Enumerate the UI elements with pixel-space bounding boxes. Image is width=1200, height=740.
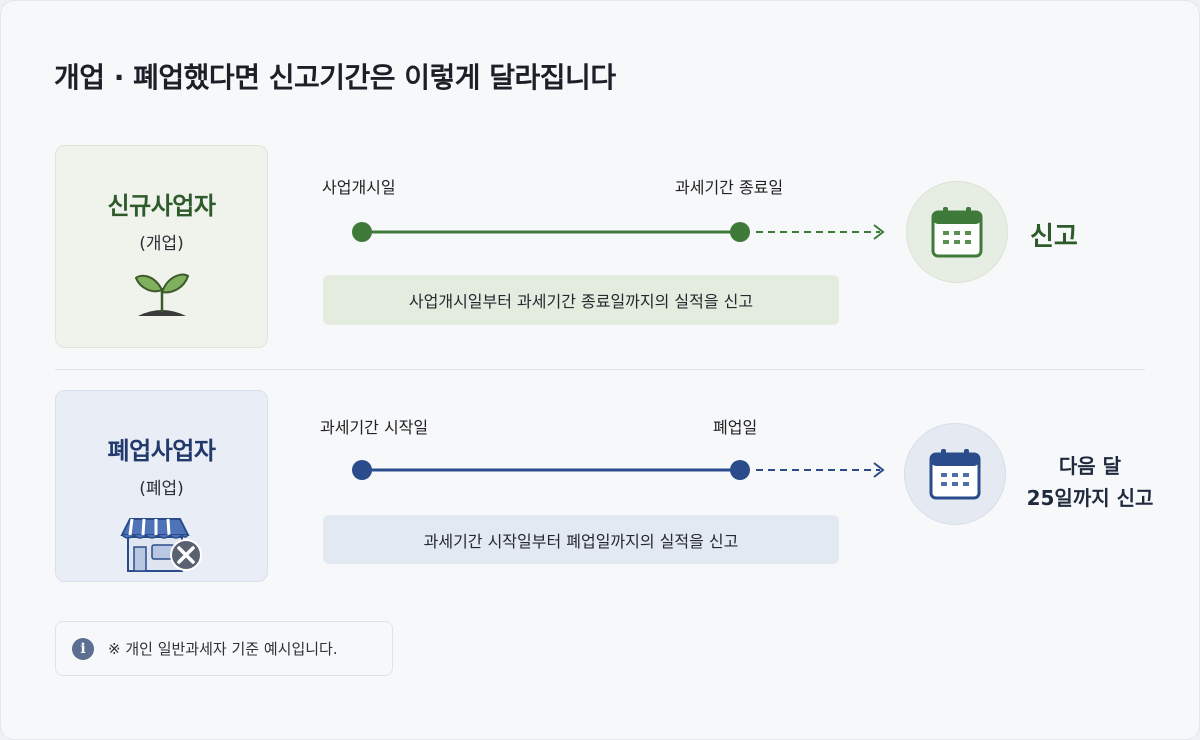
new-business-title: 신규사업자 xyxy=(107,192,216,220)
start-dot-closed xyxy=(352,460,372,480)
page-title: 개업 · 폐업했다면 신고기간은 이렇게 달라집니다 xyxy=(54,61,616,94)
result-closed: 다음 달 25일까지 신고 xyxy=(1000,450,1180,514)
calendar-circle-new xyxy=(906,181,1008,283)
footnote-box: i ※ 개인 일반과세자 기준 예시입니다. xyxy=(55,621,393,676)
start-dot-new xyxy=(352,222,372,242)
result-closed-line1: 다음 달 xyxy=(1058,454,1122,478)
info-icon: i xyxy=(72,637,94,660)
description-note-new: 사업개시일부터 과세기간 종료일까지의 실적을 신고 xyxy=(323,275,839,325)
closed-business-subtitle: (폐업) xyxy=(139,479,184,499)
row-divider xyxy=(55,369,1145,370)
calendar-icon xyxy=(929,449,981,500)
closed-store-icon xyxy=(114,511,210,577)
end-dot-closed xyxy=(730,460,750,480)
new-business-subtitle: (개업) xyxy=(139,234,184,254)
result-closed-line2: 25일까지 신고 xyxy=(1026,486,1154,510)
start-date-label-new: 사업개시일 xyxy=(322,178,396,197)
timeline-closed xyxy=(352,460,885,480)
closed-business-title: 폐업사업자 xyxy=(107,437,216,465)
start-date-label-closed: 과세기간 시작일 xyxy=(320,418,429,437)
end-date-label-closed: 폐업일 xyxy=(713,418,758,437)
arrow-head-closed xyxy=(873,462,885,478)
calendar-circle-closed xyxy=(904,423,1006,525)
new-business-card: 신규사업자 (개업) xyxy=(55,145,268,348)
timeline-new xyxy=(352,222,885,242)
arrow-head-new xyxy=(873,224,885,240)
result-new: 신고 xyxy=(1030,222,1078,252)
sprout-icon xyxy=(132,266,192,326)
description-note-closed: 과세기간 시작일부터 폐업일까지의 실적을 신고 xyxy=(323,515,839,564)
calendar-icon xyxy=(931,207,983,258)
closed-business-card: 폐업사업자 (폐업) xyxy=(55,390,268,582)
end-dot-new xyxy=(730,222,750,242)
end-date-label-new: 과세기간 종료일 xyxy=(675,178,784,197)
footnote-text: ※ 개인 일반과세자 기준 예시입니다. xyxy=(108,640,338,658)
